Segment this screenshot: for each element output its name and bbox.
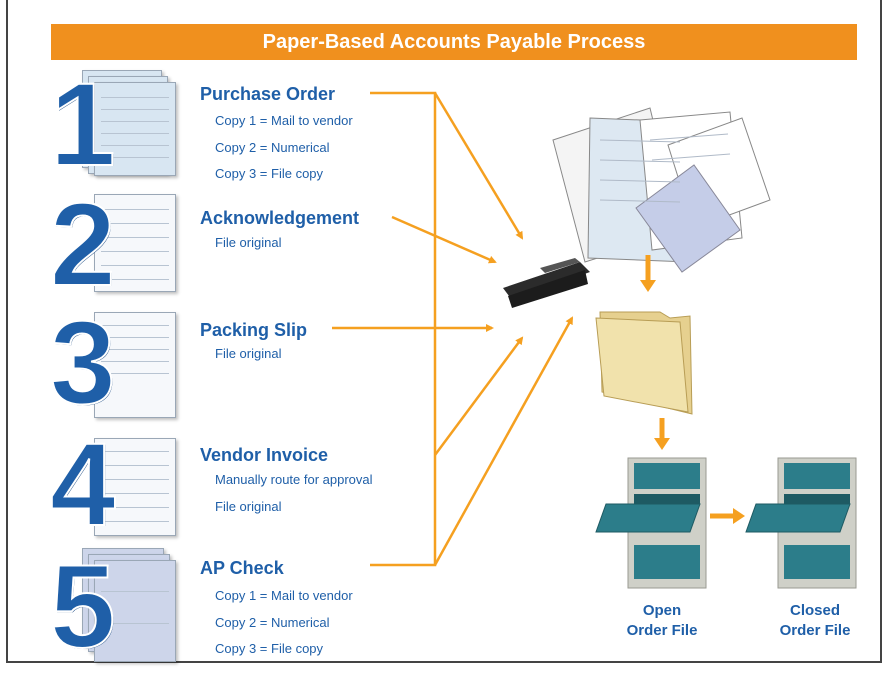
vendor-invoice-document [94, 438, 176, 536]
arrow-from-vendor-invoice [433, 336, 524, 456]
arrow-from-ap-check [433, 316, 574, 566]
step-line: File original [215, 235, 282, 250]
caption-line: Open [642, 602, 682, 619]
closed-cabinet-icon [745, 457, 857, 589]
step-line: Manually route for approval [215, 472, 373, 487]
document-stack-icon [552, 107, 771, 273]
step-title: Vendor Invoice [200, 445, 329, 465]
flow-arrows [332, 91, 574, 567]
purchase-order-document [94, 82, 176, 176]
step-number: 4 [49, 419, 117, 551]
caption-line: Order File [626, 622, 698, 639]
open-order-file-caption: Open Order File [602, 601, 722, 641]
step-number: 5 [49, 541, 117, 673]
banner-title: Paper-Based Accounts Payable Process [51, 24, 857, 60]
ap-check-document [94, 560, 176, 662]
closed-order-file-caption: Closed Order File [755, 601, 875, 641]
step-line: Copy 1 = Mail to vendor [215, 113, 353, 128]
step-line: Copy 1 = Mail to vendor [215, 588, 353, 603]
step-number: 3 [49, 297, 117, 429]
stapler-icon [503, 258, 590, 308]
step-number: 1 [49, 59, 117, 191]
step-line: File original [215, 346, 282, 361]
step-line: File original [215, 499, 282, 514]
packing-slip-document [94, 312, 176, 418]
arrow-from-purchase-order [433, 92, 524, 240]
arrow-from-acknowledgement [391, 215, 497, 264]
open-cabinet-icon [595, 457, 707, 589]
step-number: 2 [49, 179, 117, 311]
step-title: Packing Slip [200, 320, 308, 340]
step-line: Copy 3 = File copy [215, 641, 324, 656]
step-line: Copy 3 = File copy [215, 166, 324, 181]
step-title: AP Check [200, 558, 284, 578]
caption-line: Order File [779, 622, 851, 639]
step-line: Copy 2 = Numerical [215, 140, 330, 155]
step-title: Acknowledgement [200, 208, 360, 228]
folder-icon [595, 311, 693, 415]
step-title: Purchase Order [200, 84, 336, 104]
caption-line: Closed [789, 602, 840, 619]
step-line: Copy 2 = Numerical [215, 615, 330, 630]
acknowledgement-document [94, 194, 176, 292]
diagram-frame [6, 0, 882, 663]
